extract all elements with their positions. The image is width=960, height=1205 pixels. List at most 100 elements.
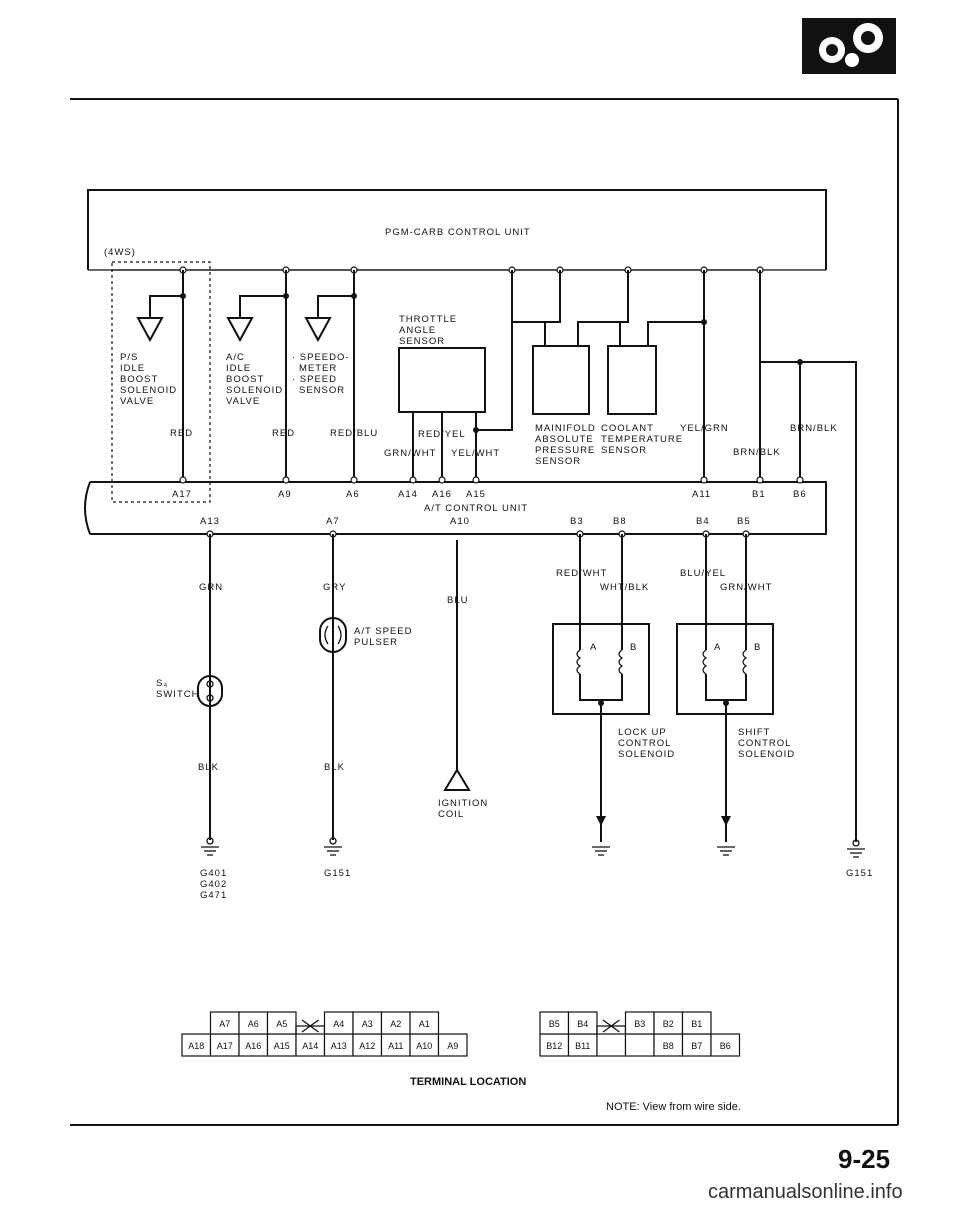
- svg-text:THROTTLE: THROTTLE: [399, 314, 457, 325]
- svg-text:B3: B3: [570, 516, 584, 527]
- svg-text:G402: G402: [200, 879, 227, 890]
- connector-a-pin-label: A7: [219, 1019, 230, 1029]
- 4ws-tag: (4WS): [104, 247, 136, 258]
- svg-text:ABSOLUTE: ABSOLUTE: [535, 434, 594, 445]
- connector-b-pin-label: B6: [720, 1041, 731, 1051]
- svg-text:A16: A16: [432, 489, 452, 500]
- pgm-carb-unit-label: PGM-CARB CONTROL UNIT: [385, 227, 531, 238]
- svg-text:METER: METER: [299, 363, 337, 374]
- svg-text:B5: B5: [737, 516, 751, 527]
- page-number: 9-25: [838, 1144, 890, 1174]
- svg-text:BRN/BLK: BRN/BLK: [733, 447, 781, 458]
- connector-a-pin-label: A18: [188, 1041, 204, 1051]
- svg-text:A/C: A/C: [226, 352, 245, 363]
- connector-b-pin-label: B8: [663, 1041, 674, 1051]
- svg-text:SOLENOID: SOLENOID: [226, 385, 283, 396]
- svg-text:SENSOR: SENSOR: [299, 385, 345, 396]
- svg-text:· SPEED: · SPEED: [292, 374, 337, 385]
- svg-text:GRN/WHT: GRN/WHT: [384, 448, 436, 459]
- connector-a-key: [295, 1025, 326, 1034]
- coolant-temperature-sensor: COOLANT TEMPERATURE SENSOR: [601, 319, 707, 456]
- svg-text:G151: G151: [846, 868, 873, 879]
- connector-a-pin-label: A9: [447, 1041, 458, 1051]
- connector-b-pin-label: B4: [577, 1019, 588, 1029]
- svg-text:MAINIFOLD: MAINIFOLD: [535, 423, 596, 434]
- svg-text:B8: B8: [613, 516, 627, 527]
- connector-a-pin-label: A6: [248, 1019, 259, 1029]
- svg-text:BLU/YEL: BLU/YEL: [680, 568, 726, 579]
- svg-text:RED/YEL: RED/YEL: [418, 429, 466, 440]
- connector-a-pin-label: A15: [274, 1041, 290, 1051]
- svg-text:VALVE: VALVE: [120, 396, 154, 407]
- connector-b-pin-label: B7: [691, 1041, 702, 1051]
- svg-text:PRESSURE: PRESSURE: [535, 445, 595, 456]
- transmission-gear-icon: [802, 18, 896, 74]
- connector-a-pin-label: A16: [245, 1041, 261, 1051]
- svg-text:G401: G401: [200, 868, 227, 879]
- svg-text:P/S: P/S: [120, 352, 138, 363]
- connector-b-key: [596, 1025, 627, 1034]
- svg-text:SOLENOID: SOLENOID: [120, 385, 177, 396]
- connector-a-pin-label: A14: [302, 1041, 318, 1051]
- connector-a-pin-label: A3: [362, 1019, 373, 1029]
- at-unit-top-pins: A17 A9 A6 A14 A16 A15 A11 B1 B6: [172, 489, 807, 500]
- svg-text:RED: RED: [272, 428, 295, 439]
- svg-text:COOLANT: COOLANT: [601, 423, 654, 434]
- svg-text:G471: G471: [200, 890, 227, 901]
- svg-text:LOCK UP: LOCK UP: [618, 727, 667, 738]
- svg-text:A9: A9: [278, 489, 292, 500]
- svg-text:YEL/WHT: YEL/WHT: [451, 448, 500, 459]
- throttle-angle-sensor: THROTTLE ANGLE SENSOR RED/YEL GRN/WHT YE…: [384, 270, 545, 478]
- svg-text:A6: A6: [346, 489, 360, 500]
- svg-text:BLK: BLK: [324, 762, 345, 773]
- svg-text:BOOST: BOOST: [120, 374, 158, 385]
- svg-text:COIL: COIL: [438, 809, 464, 820]
- svg-text:B4: B4: [696, 516, 710, 527]
- svg-text:RED/BLU: RED/BLU: [330, 428, 378, 439]
- connector-a-bottom-cell: [437, 1033, 468, 1057]
- svg-text:B1: B1: [752, 489, 766, 500]
- pgm-carb-unit-box: [87, 189, 827, 270]
- svg-text:SENSOR: SENSOR: [601, 445, 647, 456]
- svg-text:GRY: GRY: [323, 582, 346, 593]
- svg-text:CONTROL: CONTROL: [738, 738, 791, 749]
- svg-text:SOLENOID: SOLENOID: [738, 749, 795, 760]
- svg-text:SWITCH: SWITCH: [156, 689, 199, 700]
- terminal-note: NOTE: View from wire side.: [606, 1101, 741, 1113]
- svg-text:B: B: [754, 642, 761, 653]
- connector-b-bottom-cell: [596, 1033, 627, 1057]
- connector-b-pin-label: B11: [575, 1041, 590, 1051]
- connector-b-top-cell: [567, 1011, 598, 1035]
- connector-a-top-cell: [409, 1011, 440, 1035]
- shift-control-solenoid: BLU/YEL GRN/WHT A B SHIFT CONTROL SOLENO…: [676, 534, 795, 856]
- svg-text:ANGLE: ANGLE: [399, 325, 436, 336]
- svg-text:WHT/BLK: WHT/BLK: [600, 582, 649, 593]
- svg-text:GRN: GRN: [199, 582, 223, 593]
- svg-text:S₄: S₄: [156, 678, 168, 689]
- svg-text:B6: B6: [793, 489, 807, 500]
- connector-a-pin-label: A4: [333, 1019, 344, 1029]
- svg-text:A7: A7: [326, 516, 340, 527]
- at-control-unit-label: A/T CONTROL UNIT: [424, 503, 528, 514]
- at-speed-pulser-circuit: GRY A/T SPEED PULSER BLK G151: [319, 534, 412, 879]
- connector-b-bottom-cell: [710, 1033, 741, 1057]
- connector-a-pin-label: A12: [359, 1041, 375, 1051]
- svg-text:A/T SPEED: A/T SPEED: [354, 626, 412, 637]
- connector-a-top-cell: [266, 1011, 297, 1035]
- svg-text:TEMPERATURE: TEMPERATURE: [601, 434, 683, 445]
- svg-text:A: A: [590, 642, 597, 653]
- connector-a-pin-label: A10: [416, 1041, 432, 1051]
- connector-a-pin-label: A2: [390, 1019, 401, 1029]
- watermark: carmanualsonline.info: [708, 1181, 903, 1203]
- svg-text:· SPEEDO-: · SPEEDO-: [292, 352, 350, 363]
- svg-text:CONTROL: CONTROL: [618, 738, 671, 749]
- svg-text:B: B: [630, 642, 637, 653]
- svg-text:A14: A14: [398, 489, 418, 500]
- connector-b-pin-label: B1: [691, 1019, 702, 1029]
- speed-sensor: · SPEEDO- METER · SPEED SENSOR RED/BLU: [292, 270, 378, 478]
- ps-idle-boost-solenoid-valve: P/S IDLE BOOST SOLENOID VALVE RED: [120, 270, 192, 478]
- connector-b-top-cell: [681, 1011, 712, 1035]
- svg-text:IDLE: IDLE: [120, 363, 145, 374]
- svg-text:A: A: [714, 642, 721, 653]
